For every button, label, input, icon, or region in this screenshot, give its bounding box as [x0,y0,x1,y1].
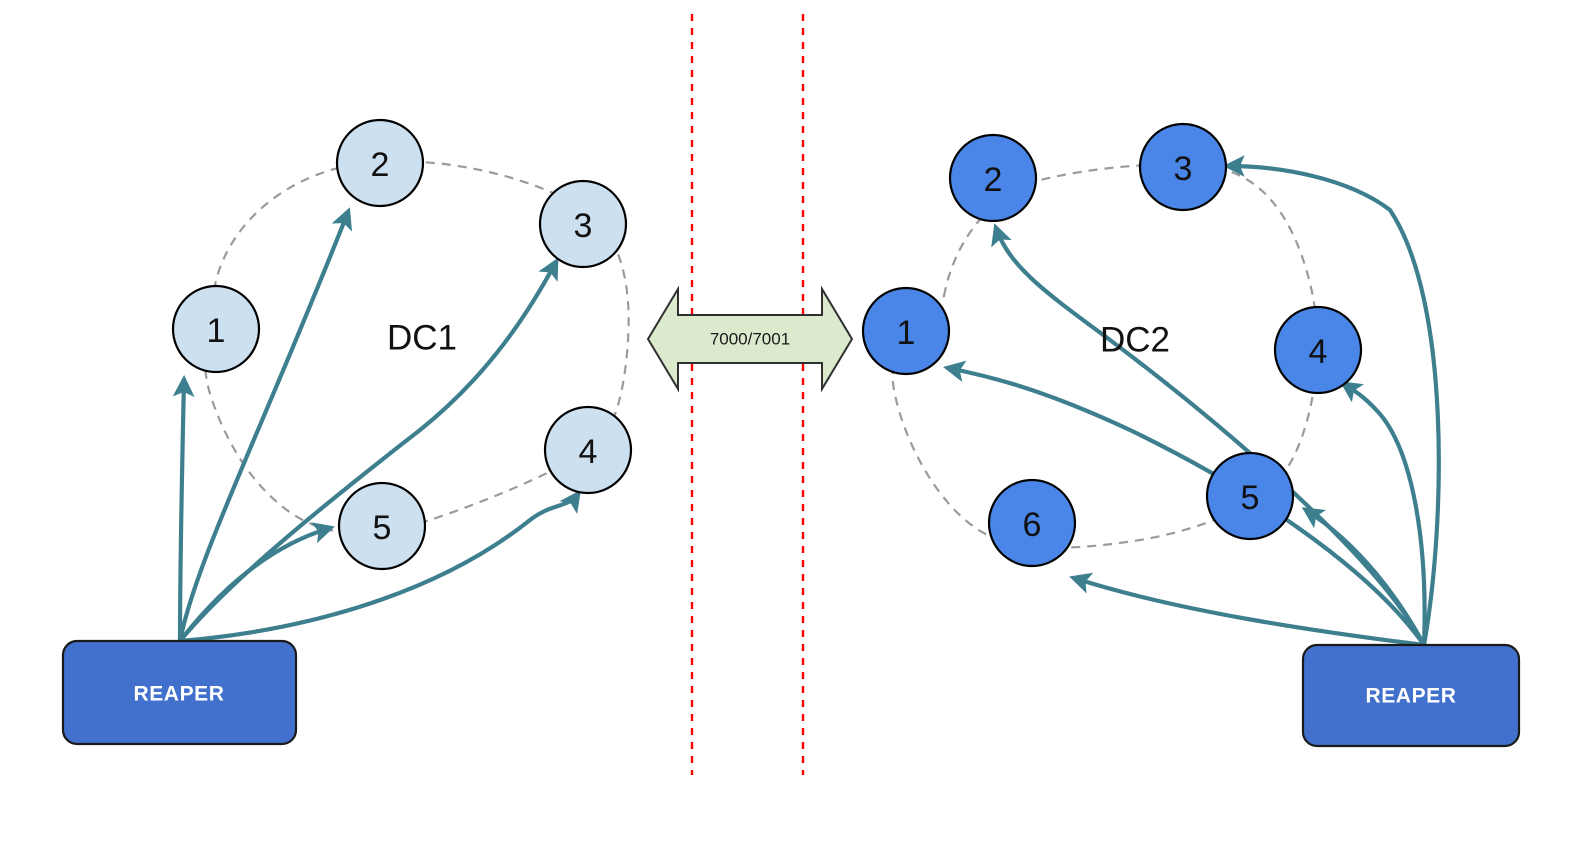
dc1-flow-to-node-1 [172,374,195,642]
interconnect-arrow-shape[interactable] [646,285,854,393]
dc2-repair-flows [943,155,1441,648]
dc1-node-3[interactable]: 3 [538,179,628,269]
dc2-node-3-circle[interactable] [1138,122,1228,212]
dc2-flow-to-node-1 [943,360,1426,647]
dc2-reaper-box[interactable] [1301,643,1521,748]
dc1-flow-to-node-4 [179,489,581,644]
dc1-node-3-circle[interactable] [538,179,628,269]
dc1-node-2[interactable]: 2 [335,118,425,208]
dc2-flow-to-node-6 [1069,572,1425,648]
dc2-node-5-circle[interactable] [1205,451,1295,541]
interconnect-arrow[interactable]: 7000/7001 [646,285,854,393]
dc2-node-1-label: 1 [897,314,916,352]
dc2-ring-path [891,163,1319,549]
dc2-reaper[interactable]: REAPER [1301,643,1521,748]
dc2-reaper-label: REAPER [1365,685,1456,708]
dc2-flow-to-node-2 [991,223,1426,646]
dc1-node-3-label: 3 [574,207,593,245]
dc1-node-4[interactable]: 4 [543,405,633,495]
dc1-reaper-label: REAPER [133,683,224,706]
dc2-flow-to-node-3 [1222,155,1441,646]
dc1-cluster-label: DC1 [387,319,457,358]
dc2-node-2-label: 2 [984,161,1003,199]
dc1-node-5[interactable]: 5 [337,481,427,571]
dc2-node-6-circle[interactable] [987,478,1077,568]
dc1-node-2-circle[interactable] [335,118,425,208]
dc1-node-5-label: 5 [373,509,392,547]
dc1-flow-to-node-5 [178,522,335,643]
dc1-reaper[interactable]: REAPER [61,639,298,746]
dc1-node-4-circle[interactable] [543,405,633,495]
dc1-node-1-circle[interactable] [171,284,261,374]
dc2-node-3-label: 3 [1174,150,1193,188]
dc1-node-1[interactable]: 1 [171,284,261,374]
dc2-ring [891,163,1319,549]
interconnect-port-label: 7000/7001 [710,330,790,349]
dc2-node-4-circle[interactable] [1273,305,1363,395]
dc1-node-1-label: 1 [207,312,226,350]
dc2-node-2-circle[interactable] [948,133,1038,223]
dc2-node-2[interactable]: 2 [948,133,1038,223]
dc2-node-6[interactable]: 6 [987,478,1077,568]
dc1-flow-to-node-2 [177,207,353,642]
dc2-node-1-circle[interactable] [861,286,951,376]
dc1-node-4-label: 4 [579,433,598,471]
dc1-node-2-label: 2 [371,146,390,184]
dc1-repair-flows [172,207,581,644]
dc2-node-4-label: 4 [1309,333,1328,371]
dc2-node-5[interactable]: 5 [1205,451,1295,541]
dc1-nodes: 1 2 3 4 5 [171,118,633,571]
dc1-reaper-box[interactable] [61,639,298,746]
dc2-node-1[interactable]: 1 [861,286,951,376]
dc2-nodes: 1 2 3 4 5 6 [861,122,1363,568]
dc2-node-5-label: 5 [1241,479,1260,517]
dc2-cluster-label: DC2 [1100,321,1170,360]
dc2-flow-to-node-4 [1339,381,1427,646]
dc2-node-4[interactable]: 4 [1273,305,1363,395]
dc1-node-5-circle[interactable] [337,481,427,571]
dc2-node-3[interactable]: 3 [1138,122,1228,212]
dc2-node-6-label: 6 [1023,506,1042,544]
